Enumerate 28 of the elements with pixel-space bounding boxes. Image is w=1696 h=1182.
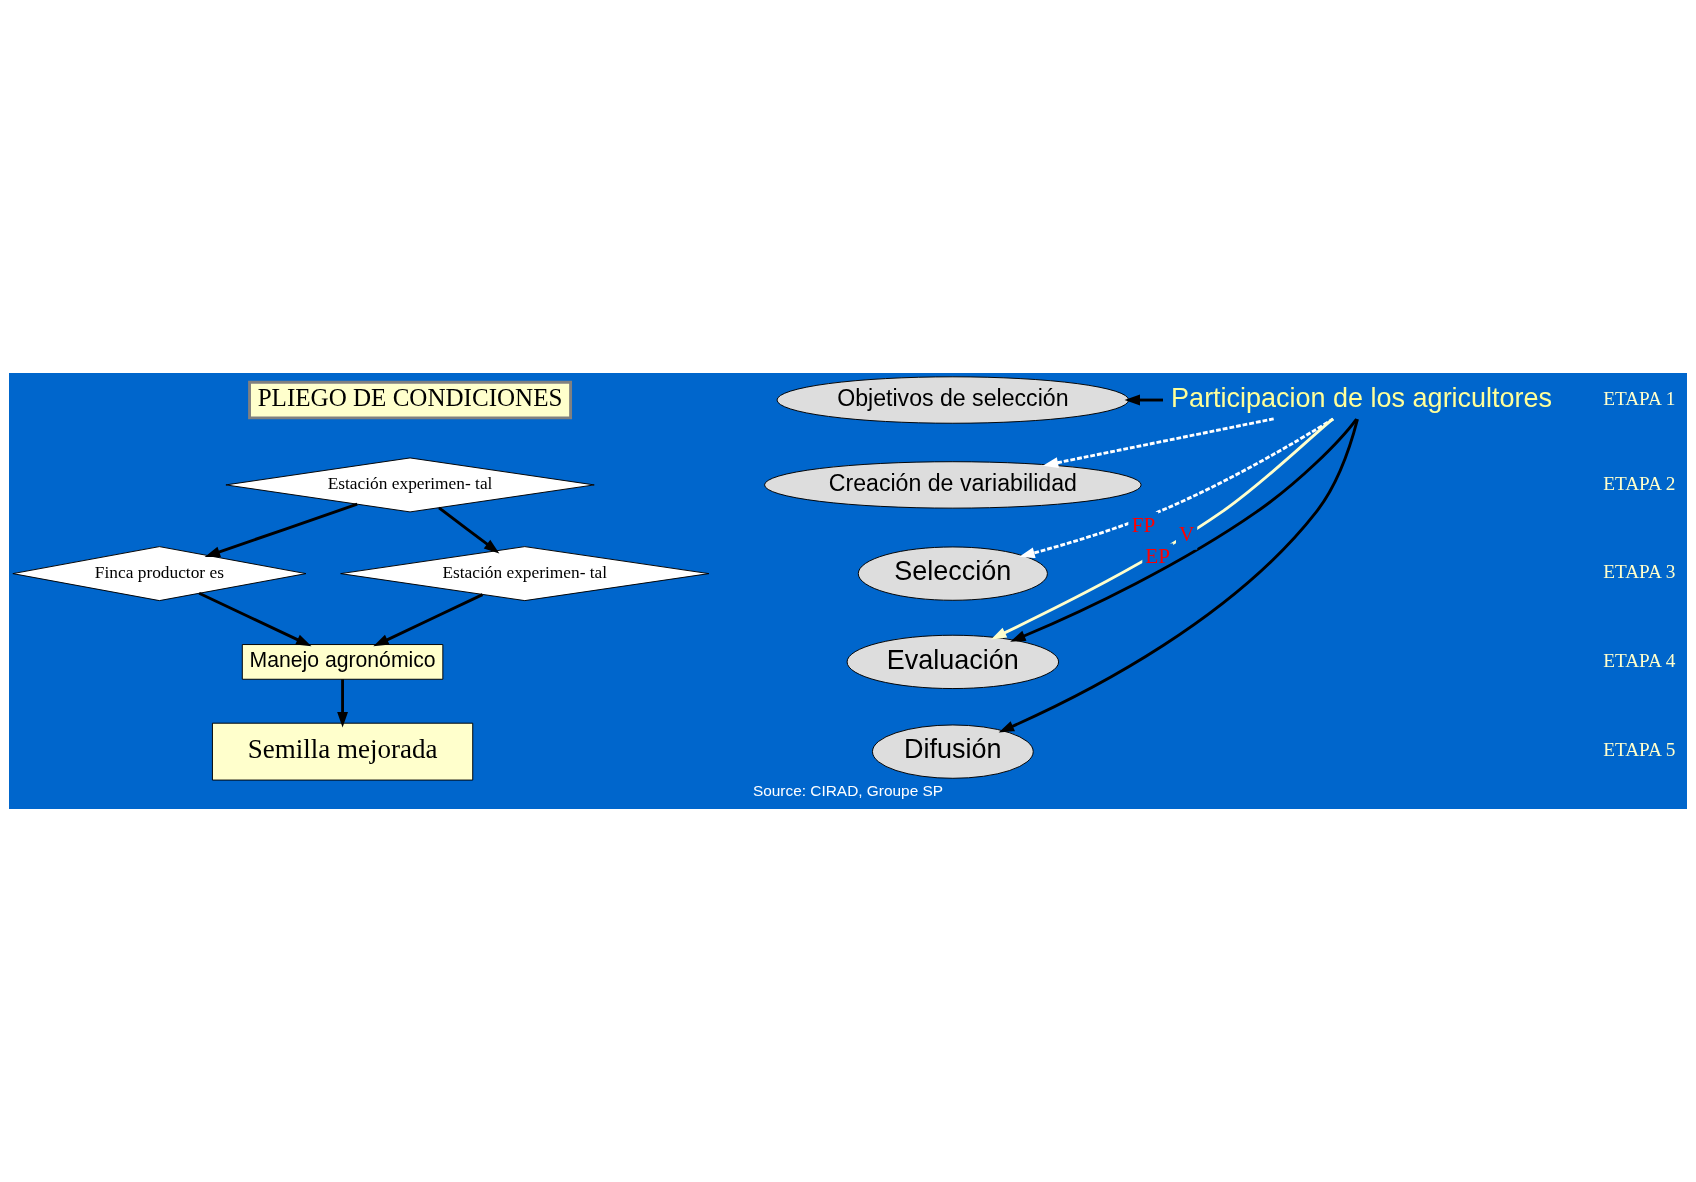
label: ETAPA 2 [1603,472,1676,494]
label: ETAPA 4 [1603,649,1676,671]
label: ETAPA 1 [1603,387,1676,409]
arrow [198,592,312,647]
arrow [373,593,484,647]
node-ellipse: Creación de variabilidad [764,461,1142,509]
edge-label: EP [1145,544,1170,569]
arrow [1124,394,1163,406]
caption: Source: CIRAD, Groupe SP [752,782,944,800]
node-box: PLIEGO DE CONDICIONES [248,380,573,420]
node-diamond: Estación experimen- tal [340,546,710,602]
node-text: Participacion de los agricultores [1171,382,1553,413]
arrow [1042,417,1274,468]
arrow [337,679,348,728]
node-ellipse: Evaluación [846,634,1060,690]
arrow [1019,417,1335,559]
node-box: Manejo agronómico [241,644,444,680]
edge-label: V [1178,521,1195,546]
arrow [998,418,1359,733]
label: ETAPA 3 [1603,561,1676,583]
node-ellipse: Objetivos de selección [776,376,1130,424]
arrow [438,506,500,554]
node-ellipse: Difusión [872,724,1034,779]
label: ETAPA 5 [1603,739,1676,761]
arrow [204,502,358,558]
node-box: Semilla mejorada [211,722,474,781]
node-diamond: Estación experimen- tal [225,457,595,513]
edge-label: FP [1131,512,1156,537]
